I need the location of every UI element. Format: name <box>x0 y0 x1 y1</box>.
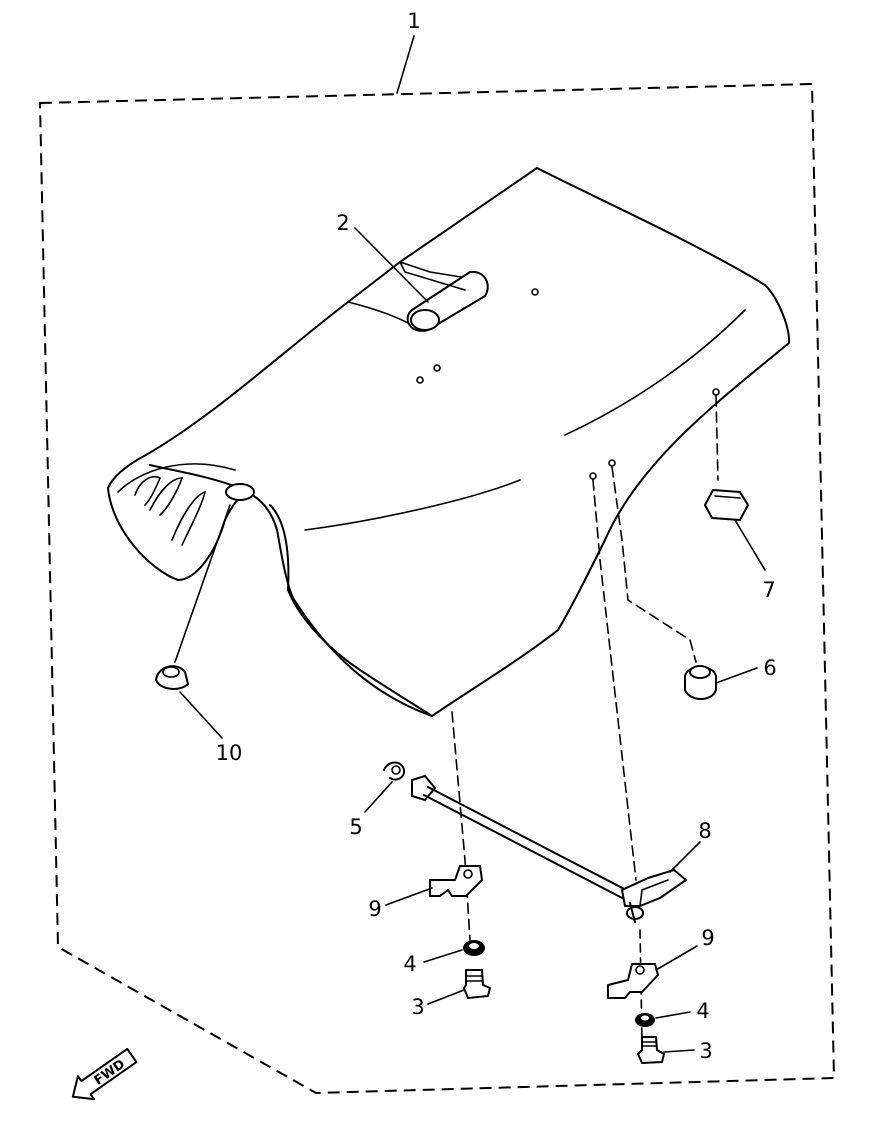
forward-arrow-icon: FWD <box>71 1047 138 1101</box>
seat-side-edge <box>269 504 433 717</box>
leader-3a <box>427 989 465 1005</box>
leader-2 <box>354 227 429 303</box>
callout-7: 7 <box>762 578 775 602</box>
part-2-strap <box>399 261 489 332</box>
axis-seat-rear-b <box>611 466 697 663</box>
callout-10: 10 <box>216 741 243 765</box>
callout-6: 6 <box>763 656 776 680</box>
callout-1: 1 <box>407 9 420 33</box>
seat-front-inner <box>117 463 236 493</box>
part-3-bolt-right <box>637 1036 665 1064</box>
leader-6 <box>715 667 758 684</box>
callout-4a: 4 <box>403 952 416 976</box>
part-6-bumper <box>684 665 717 700</box>
leader-9a <box>385 887 433 906</box>
callout-3a: 3 <box>411 995 424 1019</box>
leader-5 <box>364 781 393 813</box>
part-5-clip <box>383 761 406 781</box>
part-4-washer-left <box>463 940 485 956</box>
leader-4a <box>423 949 463 963</box>
seat-rib-1 <box>134 476 162 506</box>
leader-7 <box>734 519 766 571</box>
seat-front-lip <box>107 487 251 581</box>
axis-seat-front <box>451 711 471 941</box>
leader-3b <box>663 1049 695 1053</box>
seat-holes <box>416 288 720 480</box>
seat <box>107 167 791 717</box>
leader-8 <box>669 841 701 873</box>
seat-front-hook <box>225 483 255 501</box>
axis-part-7 <box>715 395 719 481</box>
part-7-damper <box>704 489 749 521</box>
part-9-bracket-right <box>607 963 659 999</box>
leader-10-a <box>174 504 231 663</box>
part-8-lock-rod <box>411 775 687 923</box>
callout-4b: 4 <box>696 999 709 1023</box>
seat-crease-1 <box>304 479 521 531</box>
part-10-bumper <box>155 665 189 690</box>
assembly-boundary <box>38 82 836 1095</box>
leader-9b <box>655 945 698 971</box>
callout-3b: 3 <box>699 1039 712 1063</box>
seat-rib-3 <box>171 490 207 546</box>
part-3-bolt-left <box>463 969 491 999</box>
part-4-washer-right <box>635 1013 655 1027</box>
callout-2: 2 <box>336 211 349 235</box>
seat-crease-2 <box>564 309 746 436</box>
callout-8: 8 <box>698 819 711 843</box>
axis-seat-rear-a <box>592 479 637 881</box>
callout-9a: 9 <box>368 897 381 921</box>
seat-outline <box>107 167 791 717</box>
seat-rib-2 <box>149 477 184 516</box>
callout-9b: 9 <box>701 926 714 950</box>
callout-5: 5 <box>349 815 362 839</box>
leader-10-b <box>179 691 223 739</box>
leader-1 <box>396 35 415 94</box>
part-9-bracket-left <box>429 865 483 897</box>
leader-4b <box>655 1011 691 1019</box>
